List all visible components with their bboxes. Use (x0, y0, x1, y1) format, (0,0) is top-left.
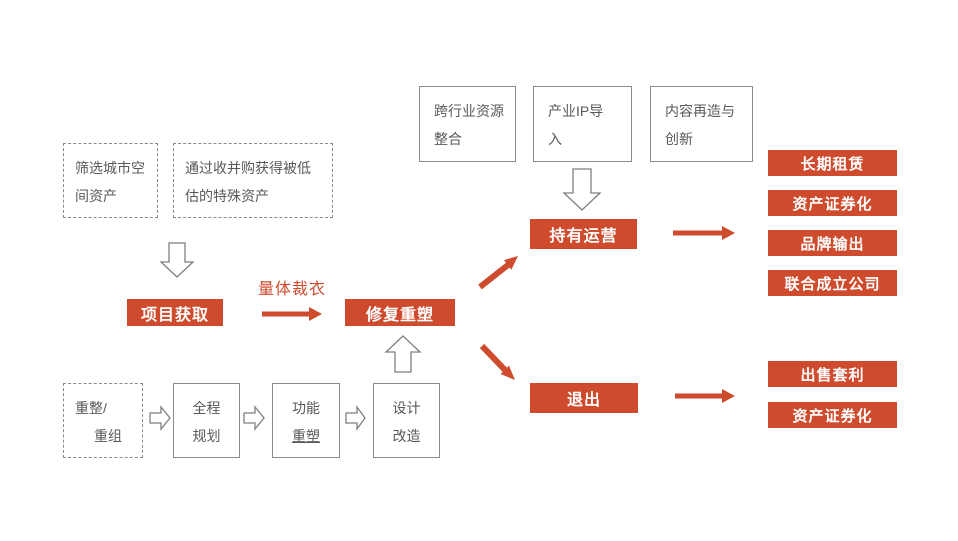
red-arrow-operate-to-outputs (673, 226, 735, 240)
stage-label: 项目获取 (140, 306, 209, 324)
resource-box-line: 入 (548, 131, 562, 147)
stage-box-operation: 持有运营 (530, 219, 637, 249)
output-label: 资产证券化 (792, 407, 873, 425)
process-box-function-reshape: 功能 重塑 (272, 383, 340, 458)
stage-label: 修复重塑 (365, 306, 434, 324)
resource-box-line: 创新 (665, 131, 693, 147)
output-label: 长期租赁 (800, 155, 865, 173)
stage-box-exit: 退出 (530, 383, 638, 413)
red-arrow-acquire-to-rebuild (262, 307, 322, 321)
process-box-line: 全程 (192, 400, 221, 416)
process-box-line: 改造 (392, 428, 421, 444)
process-box-line: 规划 (192, 428, 221, 444)
process-box-planning: 全程 规划 (173, 383, 240, 458)
red-arrow-rebuild-to-exit (479, 343, 515, 380)
process-box-line: 功能 (292, 400, 320, 416)
input-box-line: 间资产 (75, 188, 117, 204)
right-block-arrow-3 (345, 405, 366, 431)
red-arrow-exit-to-outputs (675, 389, 735, 403)
down-block-arrow-resource (562, 168, 602, 211)
input-box-line: 估的特殊资产 (185, 188, 269, 204)
up-block-arrow-rebuild (384, 335, 422, 373)
tailor-label: 量体裁衣 (257, 281, 326, 298)
output-box-joint-venture: 联合成立公司 (768, 270, 897, 296)
input-box-line: 筛选城市空 (75, 160, 145, 176)
red-arrow-rebuild-to-operate (478, 256, 518, 290)
output-label: 资产证券化 (792, 195, 873, 213)
process-box-line: 重整/ (75, 400, 107, 416)
output-box-sale-arbitrage: 出售套利 (768, 361, 897, 387)
resource-box-line: 跨行业资源 (434, 103, 504, 119)
output-box-long-term-lease: 长期租赁 (768, 150, 897, 176)
process-box-line: 重组 (94, 428, 122, 444)
process-box-line: 设计 (392, 400, 421, 416)
stage-label: 退出 (566, 392, 601, 409)
input-box-line: 通过收并购获得被低 (185, 160, 311, 176)
output-label: 品牌输出 (800, 235, 865, 253)
stage-label: 持有运营 (549, 228, 618, 245)
input-box-city-assets: 筛选城市空 间资产 (63, 143, 158, 218)
resource-box-content-innovation: 内容再造与 创新 (650, 86, 753, 162)
output-label: 联合成立公司 (784, 275, 881, 293)
resource-box-line: 整合 (434, 131, 462, 147)
right-block-arrow-2 (243, 405, 265, 431)
output-box-exit-securitization: 资产证券化 (768, 402, 897, 428)
input-box-undervalued-assets: 通过收并购获得被低 估的特殊资产 (173, 143, 333, 218)
process-box-design-renovation: 设计 改造 (373, 383, 440, 458)
resource-box-industry-ip: 产业IP导 入 (533, 86, 632, 162)
process-box-restructure: 重整/ 重组 (63, 383, 143, 458)
output-box-brand-export: 品牌输出 (768, 230, 897, 256)
down-block-arrow-source (159, 242, 195, 278)
resource-box-line: 内容再造与 (665, 103, 735, 119)
stage-box-acquisition: 项目获取 (127, 299, 223, 326)
output-box-asset-securitization: 资产证券化 (768, 190, 897, 216)
process-box-line: 重塑 (292, 428, 320, 444)
stage-box-rebuild: 修复重塑 (345, 299, 455, 326)
resource-box-line: 产业IP导 (548, 103, 604, 119)
right-block-arrow-1 (149, 405, 171, 431)
output-label: 出售套利 (800, 366, 865, 384)
resource-box-cross-industry: 跨行业资源 整合 (419, 86, 516, 162)
